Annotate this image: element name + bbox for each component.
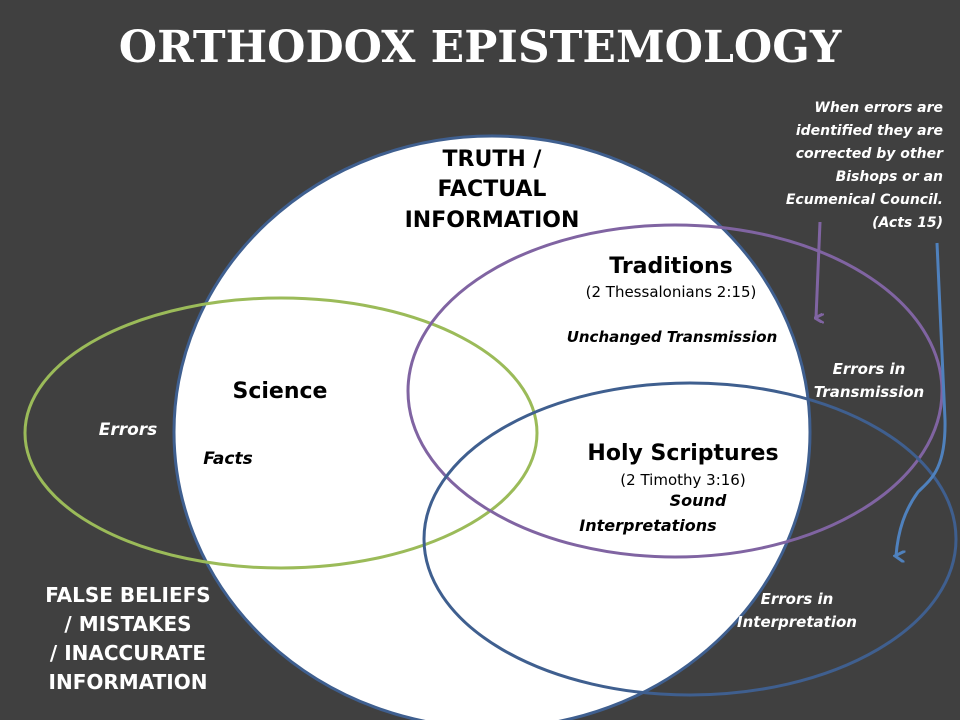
- note-line6: (Acts 15): [872, 215, 943, 231]
- sound-interpretations-line1: Sound: [670, 491, 727, 510]
- traditions-reference: (2 Thessalonians 2:15): [586, 283, 757, 301]
- slide-title: ORTHODOX EPISTEMOLOGY: [119, 22, 842, 73]
- truth-label-line2: FACTUAL: [438, 177, 547, 202]
- traditions-label: Traditions: [609, 254, 733, 279]
- errors-interpretation-line1: Errors in: [761, 590, 834, 608]
- false-beliefs-line2: / MISTAKES: [64, 612, 191, 636]
- note-line4: Bishops or an: [836, 169, 943, 185]
- false-beliefs-line4: INFORMATION: [49, 670, 208, 694]
- sound-interpretations-line2: Interpretations: [579, 516, 716, 535]
- scriptures-reference: (2 Timothy 3:16): [620, 471, 745, 489]
- note-line5: Ecumenical Council.: [786, 192, 943, 208]
- note-line2: identified they are: [796, 123, 943, 139]
- errors-transmission-line2: Transmission: [814, 383, 924, 401]
- truth-circle: [172, 134, 812, 720]
- errors-transmission-line1: Errors in: [833, 360, 906, 378]
- traditions-ellipse: [406, 223, 944, 559]
- false-beliefs-line1: FALSE BELIEFS: [45, 583, 210, 607]
- science-ellipse: [23, 296, 539, 570]
- purple-arrow-icon: [816, 221, 820, 318]
- false-beliefs-line3: / INACCURATE: [50, 641, 206, 665]
- blue-arrow-icon: [896, 242, 947, 556]
- science-label: Science: [233, 379, 328, 404]
- scriptures-ellipse: [422, 381, 958, 697]
- note-line1: When errors are: [814, 100, 943, 116]
- errors-interpretation-line2: Interpretation: [737, 613, 857, 631]
- note-line3: corrected by other: [796, 146, 944, 162]
- truth-label-line3: INFORMATION: [405, 208, 580, 233]
- science-errors: Errors: [99, 420, 158, 440]
- science-facts: Facts: [203, 449, 252, 469]
- unchanged-transmission: Unchanged Transmission: [567, 328, 778, 346]
- scriptures-label: Holy Scriptures: [587, 441, 778, 466]
- truth-label-line1: TRUTH /: [443, 147, 543, 172]
